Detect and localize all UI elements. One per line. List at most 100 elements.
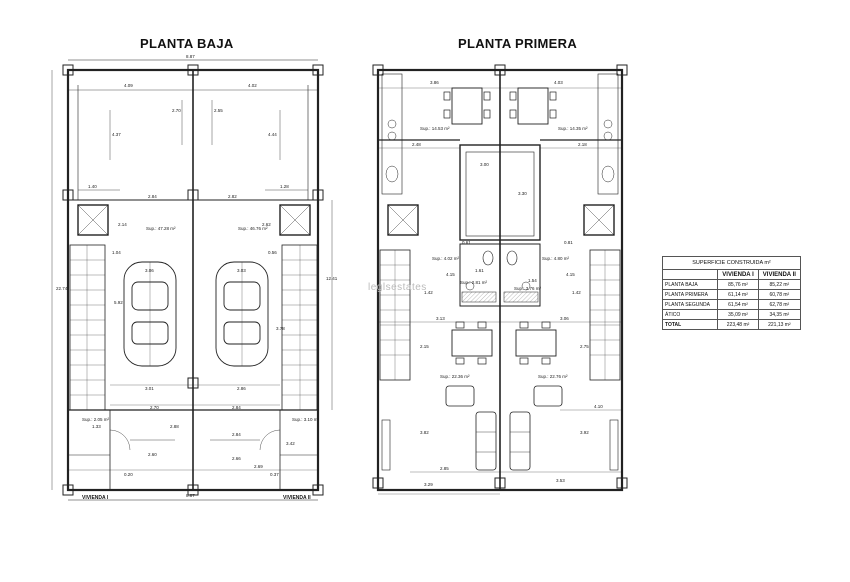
row-label: ÁTICO: [661, 309, 719, 320]
dim-text: 0.37: [270, 472, 279, 477]
row-value: 61,14 m²: [717, 289, 759, 300]
dim-text: 2.66: [232, 456, 241, 461]
dining-table-icon: [451, 87, 483, 125]
dim-text: 3.86: [430, 80, 439, 85]
total-value: 223,48 m²: [717, 319, 759, 330]
dim-text: 8.87: [186, 493, 195, 498]
total-value: 221,13 m²: [757, 319, 802, 330]
dim-text: 1.42: [572, 290, 581, 295]
dim-text: 3.00: [480, 162, 489, 167]
dim-text: 2.69: [254, 464, 263, 469]
dim-text: 0.81: [564, 240, 573, 245]
dim-text: 1.40: [88, 184, 97, 189]
dim-text: 2.88: [170, 424, 179, 429]
dim-text: 3.82: [420, 430, 429, 435]
dim-text: 4.09: [124, 83, 133, 88]
area-label: Sup.: 14.35 m²: [558, 126, 588, 131]
surface-table: SUPERFICIE CONSTRUIDA m² VIVIENDA I VIVI…: [661, 256, 802, 330]
dim-text: 2.84: [232, 432, 241, 437]
dim-text: 0.61: [462, 240, 471, 245]
table-row: PLANTA BAJA 85,76 m² 85,22 m²: [661, 279, 802, 290]
planta-baja-dimensions: 8.87 4.09 4.02 2.70 2.55 4.37 4.44 1.40 …: [56, 54, 338, 501]
dim-text: 2.55: [214, 108, 223, 113]
dim-text: 2.85: [440, 466, 449, 471]
row-value: 34,35 m²: [757, 309, 802, 320]
dim-text: 4.44: [268, 132, 277, 137]
area-label: Sup.: 46.76 m²: [238, 226, 268, 231]
area-label: Sup.: 2.81 m²: [460, 280, 488, 285]
area-label: Sup.: 14.53 m²: [420, 126, 450, 131]
table-row: PLANTA SEGUNDA 61,54 m² 62,78 m²: [661, 299, 802, 310]
dim-text: 2.14: [118, 222, 127, 227]
dim-text: 4.03: [554, 80, 563, 85]
dim-text: 3.13: [436, 316, 445, 321]
row-label: PLANTA PRIMERA: [661, 289, 719, 300]
dim-text: 3.03: [237, 268, 246, 273]
dim-text: 2.48: [412, 142, 421, 147]
dim-text: 4.37: [112, 132, 121, 137]
dim-text: 3.78: [276, 326, 285, 331]
dim-text: 4.02: [248, 83, 257, 88]
dim-text: 1.61: [475, 268, 484, 273]
sofa-icon: [509, 411, 531, 471]
area-label: Sup.: 4.80 m²: [542, 256, 570, 261]
car-right-icon: [215, 261, 269, 367]
dim-text: 4.10: [594, 404, 603, 409]
table-title: SUPERFICIE CONSTRUIDA m²: [662, 256, 801, 270]
dim-text: 3.42: [286, 441, 295, 446]
dim-text: 1.54: [528, 278, 537, 283]
dim-text: 5.92: [114, 300, 123, 305]
dim-text: 2.82: [228, 194, 237, 199]
col-vivienda-2: VIVIENDA II: [757, 269, 802, 280]
planta-baja-title: PLANTA BAJA: [140, 36, 234, 51]
planta-primera-dimensions: 3.86 4.03 2.48 2.18 3.00 3.30 0.61 0.81 …: [412, 80, 603, 487]
dim-text: 2.18: [578, 142, 587, 147]
dining-table-icon: [515, 329, 557, 357]
dim-text: 3.06: [560, 316, 569, 321]
area-label: Sup.: 22.76 m²: [538, 374, 568, 379]
dim-text: 2.84: [148, 194, 157, 199]
dim-text: 2.84: [232, 405, 241, 410]
row-label: PLANTA SEGUNDA: [661, 299, 719, 310]
dim-text: 2.86: [237, 386, 246, 391]
planta-primera-plan: [372, 64, 628, 495]
dim-text: 2.75: [580, 344, 589, 349]
car-left-icon: [123, 261, 177, 367]
area-label: Sup.: 2.05 m²: [82, 417, 110, 422]
sofa-icon: [475, 411, 497, 471]
dim-text: 12.41: [326, 276, 338, 281]
dim-text: 4.15: [566, 272, 575, 277]
dim-text: 22.74: [56, 286, 68, 291]
row-value: 60,78 m²: [757, 289, 802, 300]
table-total-row: TOTAL 223,48 m² 221,13 m²: [661, 319, 802, 330]
dim-text: 3.53: [556, 478, 565, 483]
dim-text: 2.62: [262, 222, 271, 227]
dim-text: 3.01: [145, 386, 154, 391]
total-label: TOTAL: [661, 319, 719, 330]
row-value: 35,09 m²: [717, 309, 759, 320]
dim-text: 4.15: [446, 272, 455, 277]
row-value: 85,22 m²: [757, 279, 802, 290]
dining-table-icon: [451, 329, 493, 357]
dim-text: 3.29: [424, 482, 433, 487]
vivienda-2-label: VIVIENDA II: [283, 495, 311, 501]
armchair-icon: [445, 385, 475, 407]
row-value: 61,54 m²: [717, 299, 759, 310]
table-row: PLANTA PRIMERA 61,14 m² 60,78 m²: [661, 289, 802, 300]
watermark: leglsestates: [368, 282, 427, 293]
dim-text: 1.28: [280, 184, 289, 189]
vivienda-1-label: VIVIENDA I: [82, 495, 109, 501]
area-label: Sup.: 4.02 m²: [432, 256, 460, 261]
dim-text: 1.04: [112, 250, 121, 255]
dim-text: 1.42: [424, 290, 433, 295]
dim-text: 2.70: [172, 108, 181, 113]
dim-text: 3.30: [518, 191, 527, 196]
table-corner: [661, 269, 719, 280]
row-label: PLANTA BAJA: [661, 279, 719, 290]
dim-text: 2.60: [148, 452, 157, 457]
dim-text: 0.56: [268, 250, 277, 255]
dim-text: 3.92: [580, 430, 589, 435]
row-value: 85,76 m²: [717, 279, 759, 290]
table-row: ÁTICO 35,09 m² 34,35 m²: [661, 309, 802, 320]
